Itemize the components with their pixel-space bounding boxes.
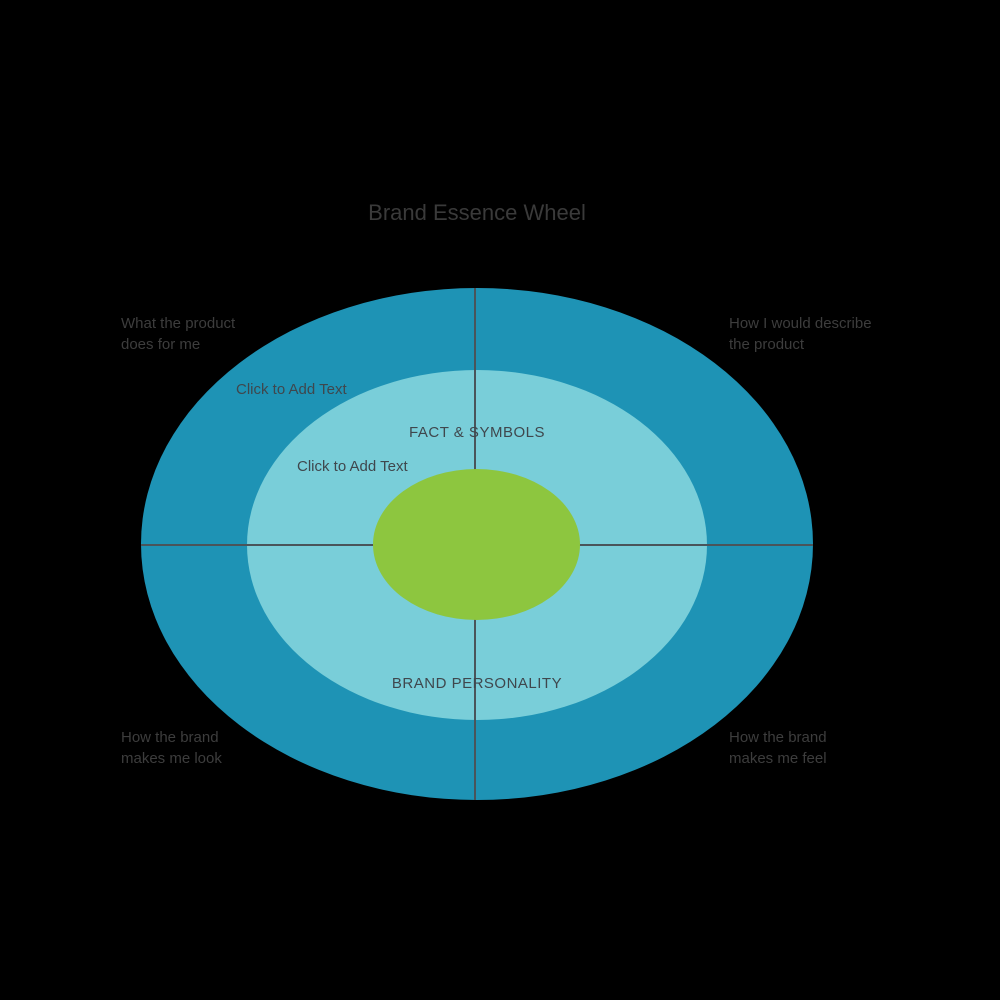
quadrant-label-top-left: What the product does for me [121, 313, 235, 355]
quadrant-label-line: does for me [121, 336, 201, 353]
page-title: Brand Essence Wheel [368, 200, 586, 225]
quadrant-label-top-right: How I would describe the product [729, 313, 872, 355]
quadrant-label-line: How the brand [121, 729, 219, 746]
quadrant-label-bottom-right: How the brand makes me feel [729, 727, 827, 769]
quadrant-label-bottom-left: How the brand makes me look [121, 727, 222, 769]
middle-ring-top-label: FACT & SYMBOLS [409, 424, 545, 441]
middle-ring-bottom-label: BRAND PERSONALITY [391, 675, 563, 692]
quadrant-label-line: makes me look [121, 750, 222, 767]
outer-ring-text-placeholder[interactable]: Click to Add Text [236, 381, 347, 398]
middle-ring-text-placeholder[interactable]: Click to Add Text [297, 458, 408, 475]
quadrant-label-line: What the product [121, 315, 236, 332]
quadrant-label-line: makes me feel [729, 750, 827, 767]
quadrant-label-line: How I would describe [729, 315, 872, 332]
quadrant-label-line: the product [729, 336, 805, 353]
quadrant-label-line: How the brand [729, 729, 827, 746]
core-ellipse [373, 469, 580, 620]
